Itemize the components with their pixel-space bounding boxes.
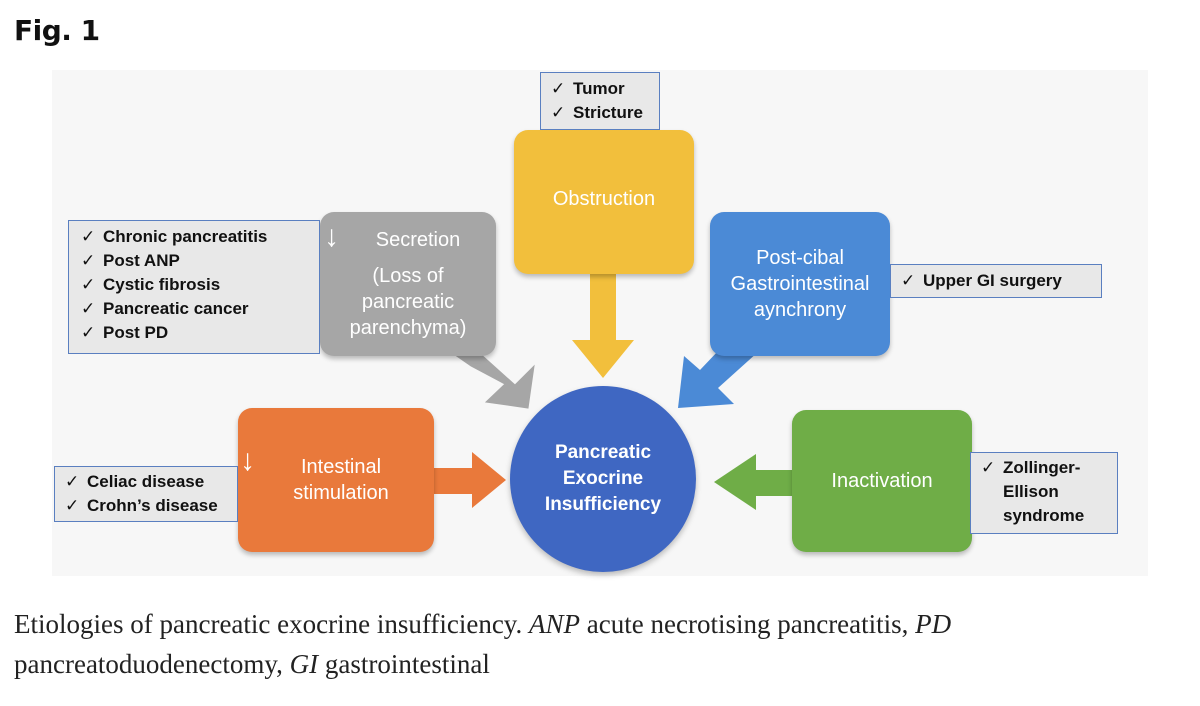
list-item: ✓Post ANP: [81, 249, 311, 273]
check-icon: ✓: [901, 271, 916, 290]
secretion-line-4: parenchyma): [349, 317, 467, 339]
list-item: syndrome: [1003, 506, 1085, 525]
postcibal-line-1: Post-cibal: [756, 247, 844, 269]
intestinal-line-1: Intestinal: [300, 456, 382, 478]
inactivation-checklist: ✓Zollinger- Ellison syndrome: [970, 452, 1118, 534]
intestinal-decrease-arrow-icon: ↓: [240, 444, 255, 477]
check-icon: ✓: [551, 79, 566, 98]
check-icon: ✓: [65, 472, 80, 491]
center-circle: Pancreatic Exocrine Insufficiency: [510, 386, 696, 572]
inactivation-box: Inactivation: [792, 410, 972, 552]
secretion-box: Secretion (Loss of pancreatic parenchyma…: [320, 212, 496, 356]
secretion-line-3: pancreatic: [361, 291, 455, 313]
secretion-decrease-arrow-icon: ↓: [324, 220, 339, 253]
center-line-1: Pancreatic: [554, 442, 652, 463]
postcibal-line-2: Gastrointestinal: [730, 273, 870, 295]
center-line-2: Exocrine: [562, 468, 644, 489]
obstruction-checklist: ✓Tumor ✓Stricture: [540, 72, 660, 130]
caption-abbr-anp: ANP: [529, 609, 581, 639]
caption-abbr-gi: GI: [289, 649, 319, 679]
arrow-inactivation: [714, 454, 792, 510]
arrow-secretion: [446, 349, 535, 409]
arrow-intestinal: [434, 452, 506, 508]
check-icon: ✓: [81, 251, 96, 270]
list-item: ✓Chronic pancreatitis: [81, 225, 311, 249]
list-item: ✓Zollinger-: [981, 456, 1109, 480]
list-item: ✓Stricture: [551, 101, 651, 125]
center-line-3: Insufficiency: [544, 494, 662, 515]
check-icon: ✓: [81, 323, 96, 342]
check-icon: ✓: [81, 299, 96, 318]
list-item: ✓Post PD: [81, 321, 311, 345]
figure-label: Fig. 1: [14, 14, 100, 47]
list-item: ✓Upper GI surgery: [901, 269, 1093, 293]
check-icon: ✓: [981, 458, 996, 477]
secretion-line-2: (Loss of: [372, 265, 444, 287]
check-icon: ✓: [81, 227, 96, 246]
postcibal-checklist: ✓Upper GI surgery: [890, 264, 1102, 298]
list-item: Ellison: [1003, 482, 1059, 501]
figure-caption: Etiologies of pancreatic exocrine insuff…: [14, 609, 952, 679]
list-item: ✓Tumor: [551, 77, 651, 101]
list-item: ✓Cystic fibrosis: [81, 273, 311, 297]
check-icon: ✓: [65, 496, 80, 515]
obstruction-box: Obstruction: [514, 130, 694, 274]
inactivation-label: Inactivation: [831, 470, 933, 492]
list-item: ✓Celiac disease: [65, 470, 229, 494]
secretion-checklist: ✓Chronic pancreatitis ✓Post ANP ✓Cystic …: [68, 220, 320, 354]
list-item: ✓Crohn’s disease: [65, 494, 229, 518]
intestinal-line-2: stimulation: [293, 482, 389, 504]
obstruction-label: Obstruction: [552, 188, 656, 210]
intestinal-box: Intestinal stimulation: [238, 408, 434, 552]
intestinal-checklist: ✓Celiac disease ✓Crohn’s disease: [54, 466, 238, 522]
check-icon: ✓: [551, 103, 566, 122]
arrow-obstruction: [572, 272, 634, 378]
secretion-line-1: Secretion: [375, 229, 461, 251]
list-item: ✓Pancreatic cancer: [81, 297, 311, 321]
postcibal-box: Post-cibal Gastrointestinal aynchrony: [710, 212, 890, 356]
check-icon: ✓: [81, 275, 96, 294]
postcibal-line-3: aynchrony: [753, 299, 847, 321]
caption-abbr-pd: PD: [915, 609, 952, 639]
